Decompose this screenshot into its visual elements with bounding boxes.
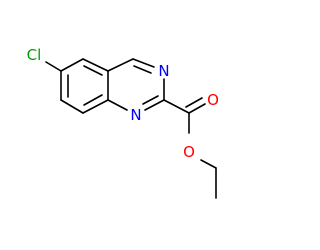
bond-c4a-c5-inner <box>83 65 103 76</box>
bond-cester-ocarbonyl-double <box>185 97 203 108</box>
bond-c8-c8a-inner <box>83 94 103 106</box>
bond-c2-cester <box>163 99 190 114</box>
bond-c4a-c4 <box>107 58 134 72</box>
bond-c4-n3-inner <box>133 65 152 74</box>
structure-canvas: Cl N N O O <box>26 46 219 199</box>
atom-n1: N <box>130 106 141 124</box>
atom-n3: N <box>158 62 169 80</box>
bond-c5-c6 <box>60 58 84 72</box>
bond-oester-ch2 <box>200 159 217 169</box>
bond-cester-ocarbonyl <box>188 103 206 114</box>
bond-c8-c8a <box>82 99 109 114</box>
bond-c7-c8 <box>60 99 84 114</box>
bond-n1-c8a <box>107 99 128 111</box>
bond-c2-n1 <box>144 99 165 111</box>
atom-cl: Cl <box>27 46 42 64</box>
bonds <box>45 58 217 199</box>
atom-labels: Cl N N O O <box>27 46 219 161</box>
molecule-drawing: Cl N N O O <box>27 46 219 199</box>
bond-c4-n3 <box>132 58 155 68</box>
atom-o-carbonyl: O <box>207 91 219 109</box>
bond-c2-n1-inner <box>142 95 159 105</box>
atom-o-ester: O <box>183 143 195 161</box>
bond-c6-cl <box>45 61 62 72</box>
bond-c4a-c5 <box>82 58 109 72</box>
